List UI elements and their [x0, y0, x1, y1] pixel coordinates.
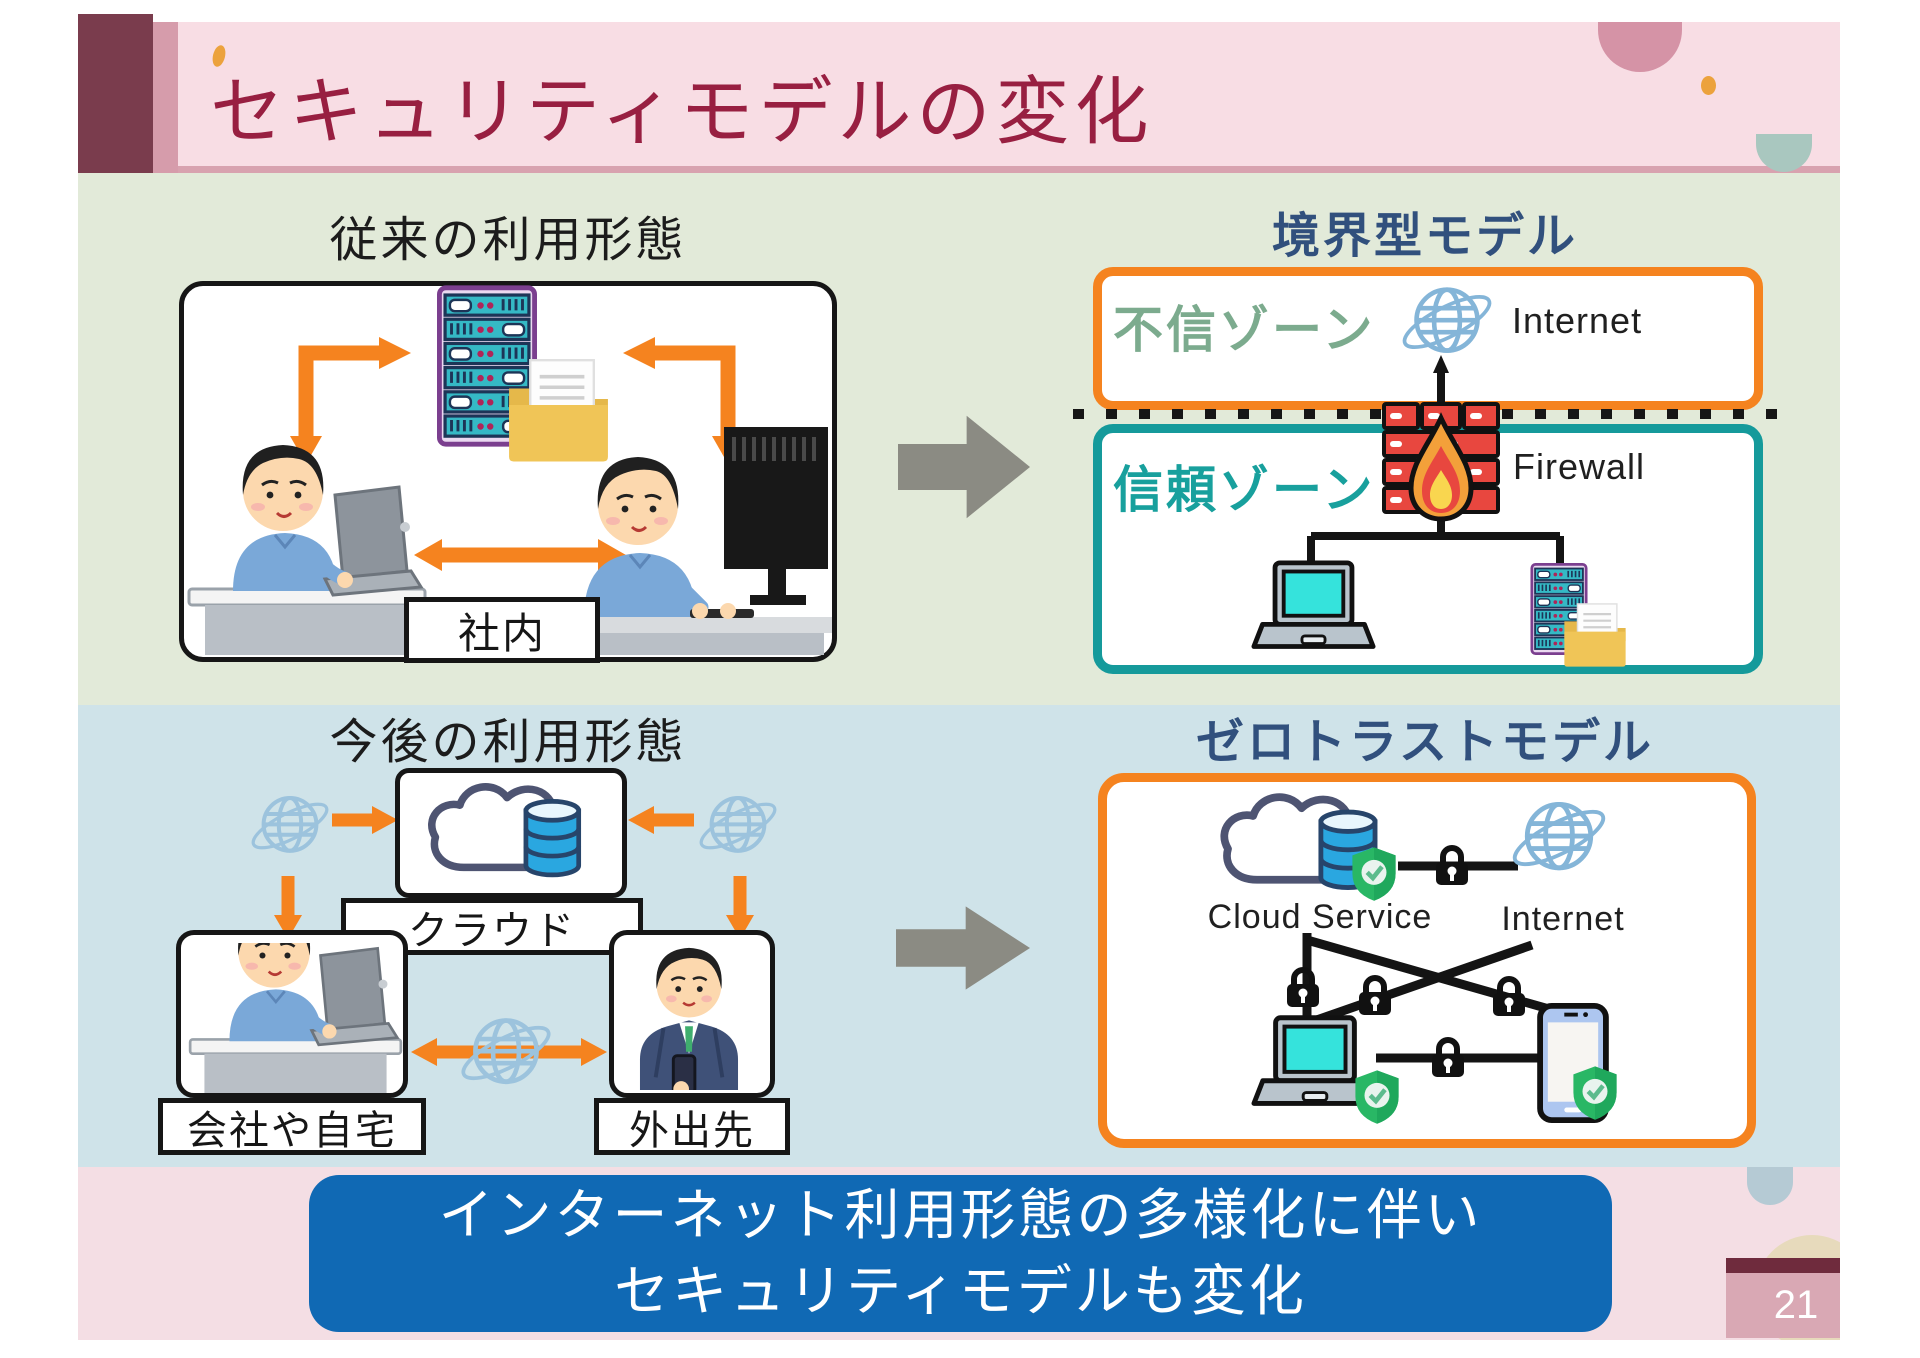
- lock-icon: [1487, 975, 1531, 1019]
- trusted-zone-label: 信頼ゾーン: [1113, 462, 1376, 518]
- traditional-heading: 従来の利用形態: [329, 214, 687, 267]
- zero-trust-internet-globe-icon: [1505, 788, 1613, 888]
- shield-check-icon: [1352, 1068, 1402, 1125]
- future-heading: 今後の利用形態: [329, 716, 687, 769]
- globe-left-icon: [246, 778, 334, 874]
- page-number: 21: [1726, 1273, 1840, 1338]
- deco-orange-dot: [1701, 76, 1716, 95]
- home-worker-illustration: [188, 943, 403, 1093]
- banner-line2: セキュリティモデルも変化: [614, 1259, 1307, 1322]
- mobile-worker-illustration: [638, 945, 740, 1090]
- deco-blue-dome: [1747, 1167, 1793, 1205]
- perimeter-heading: 境界型モデル: [1271, 210, 1578, 263]
- lock-icon: [1426, 1036, 1470, 1080]
- lock-icon: [1430, 844, 1474, 888]
- zero-trust-heading: ゼロトラストモデル: [1195, 716, 1655, 769]
- page-title: セキュリティモデルの変化: [210, 70, 1154, 153]
- banner-line1: インターネット利用形態の多様化に伴い: [438, 1183, 1483, 1246]
- title-bar: [78, 22, 1840, 173]
- cloud-db-icon: [413, 775, 603, 890]
- internet-label: Internet: [1512, 300, 1643, 341]
- shield-check-icon: [1349, 845, 1399, 902]
- worker-laptop-illustration: [187, 431, 427, 659]
- office-label: 社内: [404, 597, 600, 663]
- title-accent-block: [78, 14, 153, 176]
- globe-right-icon: [694, 778, 782, 874]
- conclusion-banner: インターネット利用形態の多様化に伴い セキュリティモデルも変化: [309, 1175, 1612, 1332]
- zero-trust-connectors: [1302, 861, 1565, 1063]
- future-arrows: [274, 806, 754, 1066]
- zero-trust-internet-label: Internet: [1501, 900, 1625, 938]
- transition-arrow-bottom: [896, 906, 1030, 990]
- lock-icon: [1353, 974, 1397, 1018]
- out-of-office-label: 外出先: [594, 1098, 790, 1155]
- section-footer: インターネット利用形態の多様化に伴い セキュリティモデルも変化 21: [78, 1167, 1840, 1340]
- zero-trust-box: [1098, 773, 1756, 1148]
- untrusted-zone-label: 不信ゾーン: [1113, 302, 1376, 358]
- office-home-label: 会社や自宅: [158, 1098, 426, 1155]
- trusted-laptop-icon: [1251, 560, 1376, 658]
- globe-center-icon: [455, 1003, 557, 1103]
- firewall-label: Firewall: [1513, 446, 1646, 487]
- page-badge-bar: [1726, 1258, 1840, 1273]
- transition-arrow-top: [898, 415, 1030, 519]
- title-accent-strip: [153, 22, 178, 173]
- cloud-service-label: Cloud Service: [1207, 898, 1433, 936]
- shield-check-icon: [1570, 1064, 1620, 1121]
- lock-icon: [1281, 966, 1325, 1010]
- firewall-icon: [1382, 402, 1500, 522]
- worker-monitor-illustration: [572, 421, 832, 656]
- trusted-folder-icon: [1563, 602, 1627, 668]
- internet-globe-icon: [1396, 274, 1498, 370]
- perimeter-connectors: [1307, 355, 1564, 569]
